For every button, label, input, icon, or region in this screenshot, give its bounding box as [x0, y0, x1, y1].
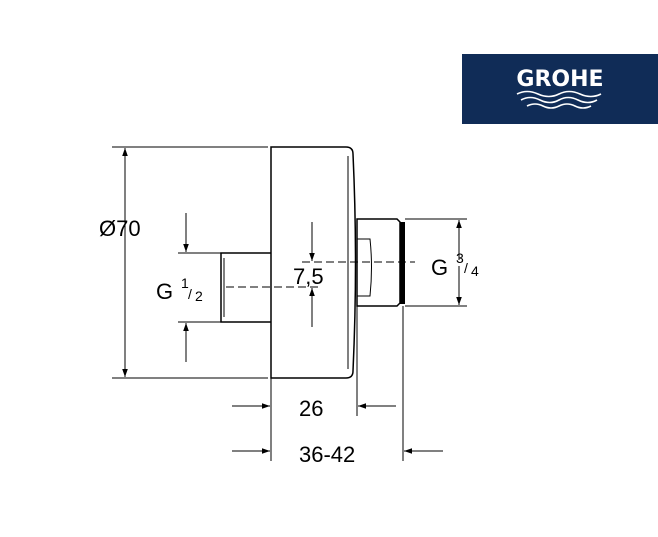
diameter-dimension: Ø70: [99, 146, 268, 379]
svg-text:1: 1: [181, 275, 189, 291]
svg-text:G: G: [156, 279, 173, 304]
length-dimension: 36-42: [232, 306, 443, 467]
svg-text:2: 2: [195, 288, 203, 304]
depth-dimension: 26: [232, 306, 396, 461]
offset-dimension: 7,5: [293, 222, 324, 327]
svg-text:/: /: [464, 260, 468, 276]
inlet-thread-dimension: G 1 / 2: [156, 213, 221, 362]
svg-text:26: 26: [299, 396, 323, 421]
svg-text:4: 4: [471, 263, 479, 279]
svg-text:GROHE: GROHE: [516, 67, 603, 92]
grohe-logo: GROHE: [462, 54, 658, 124]
outlet-thread-dimension: G 3 / 4: [405, 218, 479, 307]
svg-text:G: G: [431, 255, 448, 280]
svg-text:7,5: 7,5: [293, 264, 324, 289]
svg-text:/: /: [188, 286, 192, 302]
svg-text:36-42: 36-42: [299, 442, 355, 467]
svg-text:3: 3: [456, 250, 464, 266]
waves-icon: [516, 90, 602, 109]
svg-text:Ø70: Ø70: [99, 216, 141, 241]
